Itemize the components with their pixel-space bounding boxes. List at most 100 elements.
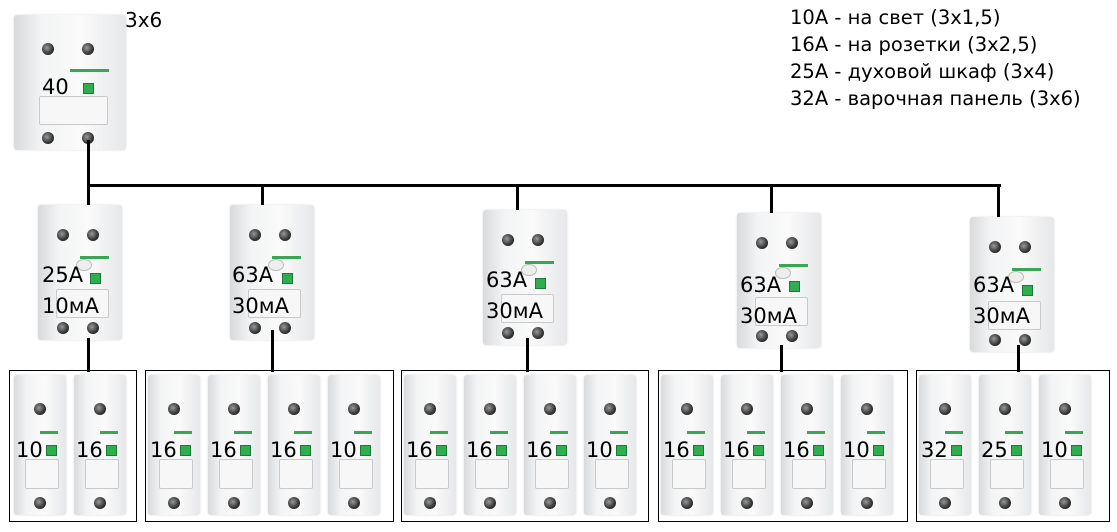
indicator-icon (1011, 445, 1023, 456)
breaker-rating: 16 (783, 438, 810, 462)
terminal-screw-icon (87, 322, 100, 334)
terminal-screw-icon (756, 237, 769, 249)
toggle-lever (415, 459, 449, 489)
toggle-lever (988, 300, 1041, 330)
terminal-screw-icon (34, 403, 46, 415)
rcd-rating: 63А (232, 263, 274, 287)
rcd-leakage: 30мА (232, 294, 289, 318)
terminal-screw-icon (249, 322, 262, 334)
indicator-icon (46, 445, 58, 456)
schneider-logo-icon (1005, 431, 1024, 434)
rcd-feed-wire (87, 185, 90, 207)
rcd-feed-wire (770, 185, 773, 215)
group-wire (780, 345, 783, 372)
circuit-breaker (464, 375, 516, 515)
terminal-screw-icon (81, 43, 94, 55)
indicator-icon (360, 445, 372, 456)
terminal-screw-icon (786, 330, 799, 342)
toggle-lever (732, 459, 766, 489)
schneider-logo-icon (807, 431, 826, 434)
terminal-screw-icon (81, 132, 94, 144)
rcd-device (970, 217, 1054, 352)
test-button-icon (1007, 271, 1024, 283)
rcd-device (483, 210, 567, 345)
legend-line: 16А - на розетки (3х2,5) (790, 33, 1038, 56)
breaker-rating: 16 (526, 438, 553, 462)
breaker-body (919, 375, 971, 515)
toggle-lever (595, 459, 629, 489)
indicator-icon (1071, 445, 1083, 456)
indicator-icon (616, 445, 628, 456)
schneider-logo-icon (272, 256, 302, 260)
toggle-lever (159, 459, 193, 489)
rcd-leakage: 30мА (740, 304, 797, 328)
terminal-screw-icon (861, 497, 873, 509)
indicator-icon (282, 272, 294, 284)
circuit-breaker (661, 375, 713, 515)
terminal-screw-icon (94, 403, 106, 415)
toggle-lever (25, 459, 59, 489)
breaker-rating: 10 (843, 438, 870, 462)
terminal-screw-icon (544, 403, 556, 415)
indicator-icon (873, 445, 885, 456)
terminal-screw-icon (424, 403, 436, 415)
legend-line: 25А - духовой шкаф (3х4) (790, 60, 1055, 83)
rcd-feed-wire (516, 185, 519, 212)
terminal-screw-icon (57, 229, 70, 241)
rcd-feed-wire (997, 185, 1000, 219)
schneider-logo-icon (294, 431, 313, 434)
breaker-body (721, 375, 773, 515)
toggle-lever (1050, 459, 1084, 489)
breaker-body (74, 375, 126, 515)
breaker-rating: 25 (981, 438, 1008, 462)
main-breaker (14, 15, 126, 150)
toggle-lever (672, 459, 706, 489)
circuit-breaker (14, 375, 66, 515)
circuit-breaker (919, 375, 971, 515)
breaker-body (464, 375, 516, 515)
schneider-logo-icon (80, 256, 110, 260)
terminal-screw-icon (801, 497, 813, 509)
rcd-device (38, 205, 122, 340)
indicator-icon (951, 445, 963, 456)
indicator-icon (300, 445, 312, 456)
toggle-lever (219, 459, 253, 489)
terminal-screw-icon (999, 403, 1011, 415)
test-button-icon (520, 264, 537, 276)
circuit-breaker (148, 375, 200, 515)
toggle-lever (56, 288, 109, 318)
terminal-screw-icon (502, 234, 515, 246)
breaker-rating: 10 (1041, 438, 1068, 462)
schneider-logo-icon (1012, 268, 1042, 272)
breaker-rating: 32 (921, 438, 948, 462)
schneider-logo-icon (430, 431, 449, 434)
indicator-icon (693, 445, 705, 456)
main-cable-size: 3x6 (125, 8, 163, 32)
terminal-screw-icon (168, 403, 180, 415)
indicator-icon (1022, 284, 1034, 296)
test-button-icon (774, 267, 791, 279)
schneider-logo-icon (354, 431, 373, 434)
terminal-screw-icon (288, 403, 300, 415)
breaker-rating: 10 (16, 438, 43, 462)
terminal-screw-icon (741, 497, 753, 509)
terminal-screw-icon (1019, 241, 1032, 253)
toggle-lever (339, 459, 373, 489)
terminal-screw-icon (532, 234, 545, 246)
terminal-screw-icon (279, 229, 292, 241)
toggle-lever (475, 459, 509, 489)
circuit-breaker (781, 375, 833, 515)
rcd-leakage: 30мА (486, 299, 543, 323)
breaker-group (145, 370, 394, 522)
rcd-leakage: 10мА (42, 294, 99, 318)
circuit-breaker (1039, 375, 1091, 515)
indicator-icon (106, 445, 118, 456)
legend-line: 10А - на свет (3х1,5) (790, 6, 1001, 29)
schneider-logo-icon (550, 431, 569, 434)
main-breaker-rating: 40 (42, 75, 69, 99)
rcd-feed-wire (261, 185, 264, 207)
breaker-group (401, 370, 649, 522)
circuit-breaker (524, 375, 576, 515)
toggle-lever (279, 459, 313, 489)
terminal-screw-icon (786, 237, 799, 249)
